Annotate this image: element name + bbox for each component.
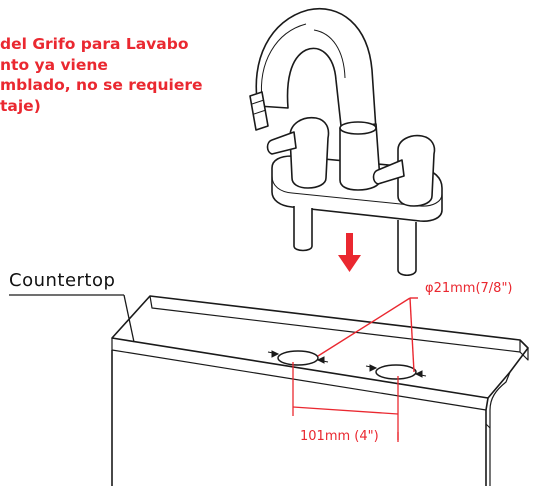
down-arrow-icon xyxy=(338,233,361,272)
faucet-illustration xyxy=(249,8,443,277)
hole-diameter-dimension xyxy=(267,350,427,378)
note-line: nto ya viene xyxy=(0,55,108,74)
product-note: del Grifo para Lavabo nto ya viene mblad… xyxy=(0,34,230,116)
countertop-leader xyxy=(9,294,135,343)
diameter-leader-lines xyxy=(317,297,418,373)
countertop-label: Countertop xyxy=(9,270,116,291)
hole-spacing-label: 101mm (4") xyxy=(300,429,379,444)
hole-diameter-label: φ21mm(7/8") xyxy=(425,281,513,296)
countertop-illustration xyxy=(111,295,529,486)
mounting-holes xyxy=(277,350,417,380)
right-handle xyxy=(397,134,436,207)
note-line: taje) xyxy=(0,96,41,115)
note-line: mblado, no se requiere xyxy=(0,76,203,94)
note-line: del Grifo para Lavabo xyxy=(0,35,189,53)
hole-spacing-dimension xyxy=(292,362,399,442)
countertop-surface xyxy=(111,295,529,399)
right-shank xyxy=(397,220,417,277)
spout xyxy=(255,8,377,136)
left-mounting-hole xyxy=(277,350,319,366)
right-mounting-hole xyxy=(375,364,417,380)
left-handle xyxy=(289,116,330,189)
left-shank xyxy=(293,206,313,252)
